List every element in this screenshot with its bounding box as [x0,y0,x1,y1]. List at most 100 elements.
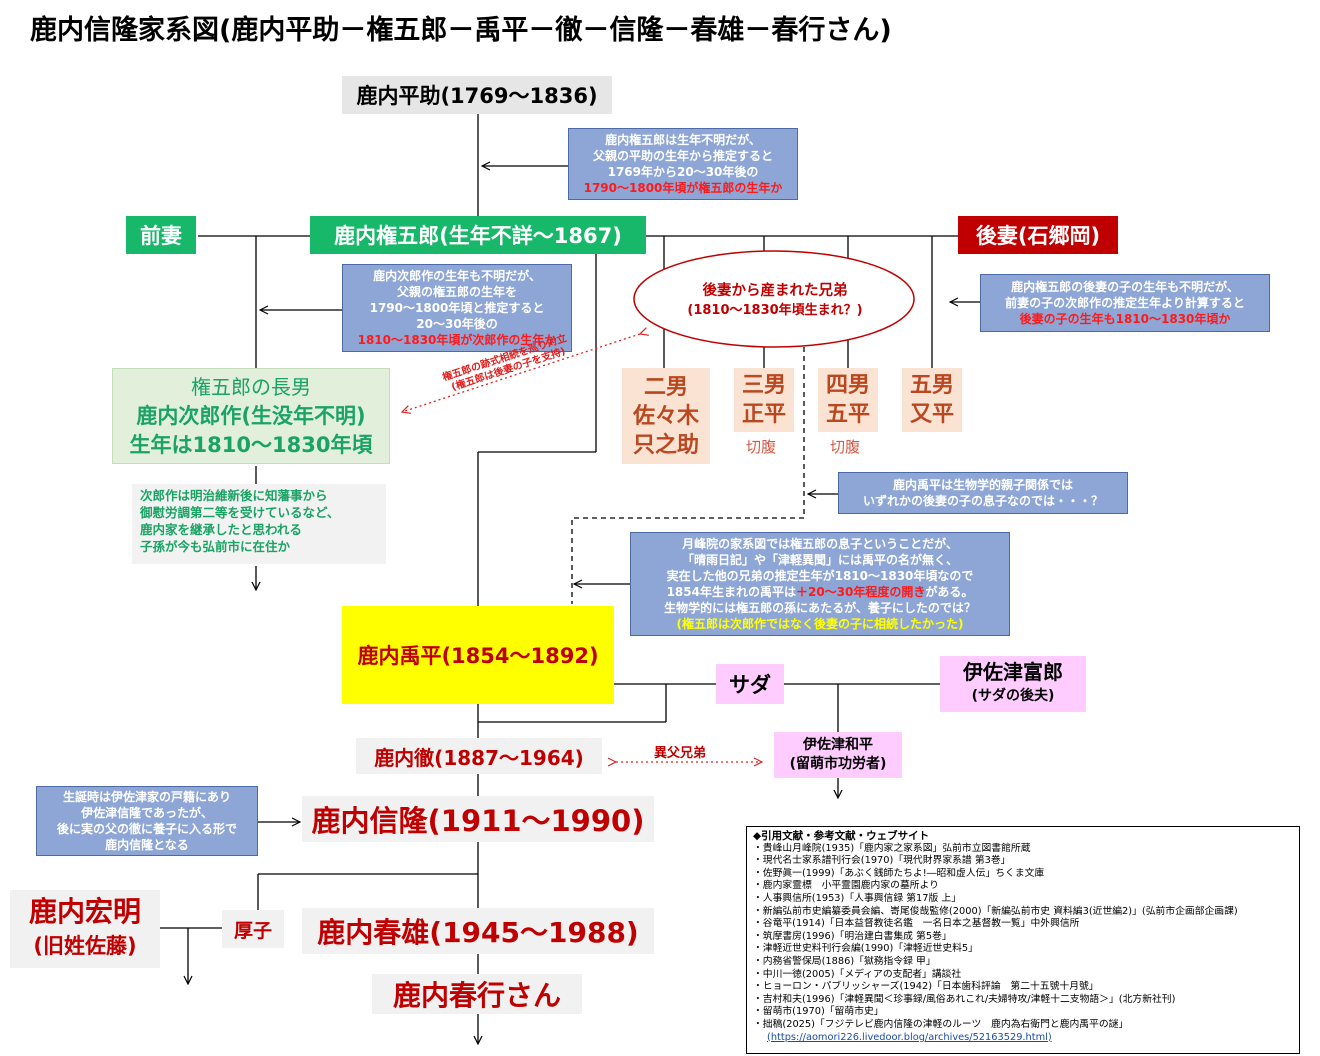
person-son3: 三男 正平 [734,368,794,432]
note-line: 月峰院の家系図では権五郎の息子ということだが、 [682,537,958,551]
note-line: 「晴雨日記」や「津軽異聞」には禹平の名が無く、 [681,553,958,567]
son3-seppuku: 切腹 [746,438,777,456]
page-title: 鹿内信隆家系図(鹿内平助－権五郎－禹平－徹－信隆－春雄－春行さん) [30,15,892,46]
son4-seppuku: 切腹 [830,438,861,456]
note-line: 父親の権五郎の生年を [396,285,517,299]
person-son4: 四男 五平 [818,368,878,432]
person-son2: 二男 佐々木 只之助 [622,368,710,464]
reference-url-link[interactable]: (https://aomori226.livedoor.blog/archive… [767,1031,1052,1043]
note-yellow: (権五郎は次郎作ではなく後妻の子に相続したかった) [676,617,964,631]
note-highlight: 後妻の子の生年も1810～1830年頃か [1019,312,1231,326]
references-box: ◆引用文献・参考文献・ウェブサイト ・貴峰山月峰院(1935)「鹿内家之家系図」… [746,826,1300,1054]
brothers-ellipse-label: 後妻から産まれた兄弟 (1810～1830年頃生まれ？) [640,280,910,322]
person-isazu-wahei: 伊佐津和平 (留萌市功労者) [774,732,902,778]
note-line: 生誕時は伊佐津家の戸籍にあり [62,790,231,804]
person-toru: 鹿内徹(1887～1964) [356,738,602,774]
reference-item: ・現代名士家系譜刊行会(1970)「現代財界家系譜 第3巻」 [753,855,1011,867]
note-uhei-biological: 鹿内禹平は生物学的親子関係では いずれかの後妻の子の息子なのでは・・・？ [838,472,1128,514]
reference-item: ・筑摩書房(1996)「明治建白書集成 第5巻」 [753,930,952,942]
note-line: 御慰労調第二等を受けているなど、 [140,505,340,520]
reference-item: ・佐野眞一(1999)「あぶく銭師たちよ!―昭和虚人伝」ちくま文庫 [753,867,1045,879]
reference-url-row: (https://aomori226.livedoor.blog/archive… [753,1032,1293,1045]
reference-item: ・留萌市(1970)「留萌市史」 [753,1006,884,1018]
note-line: 20～30年後の [416,317,498,331]
person-haruo: 鹿内春雄(1945～1988) [302,908,654,954]
note-highlight: ＋20～30年程度の開き [795,585,926,599]
son4-line: 四男 [825,373,870,398]
note-gongoro-birth: 鹿内権五郎は生年不明だが、 父親の平助の生年から推定すると 1769年から20～… [568,128,798,200]
note-line: 鹿内次郎作の生年も不明だが、 [373,269,541,283]
son4-line: 五平 [825,402,870,427]
person-second-wife: 後妻(石郷岡) [958,216,1118,254]
reference-item: ・拙稿(2025)「フジテレビ鹿内信隆の津軽のルーツ 鹿内為右衛門と鹿内禹平の謎… [753,1018,1129,1030]
jirosaku-line3: 生年は1810～1830年頃 [129,432,373,457]
son2-line: 只之助 [632,432,699,458]
note-jirosaku-successor: 次郎作は明治維新後に知藩事から 御慰労調第二等を受けているなど、 鹿内家を継承し… [132,484,386,564]
note-line: 子孫が今も弘前市に在住か [140,539,291,554]
person-atsuko: 厚子 [222,910,284,948]
note-line: 1854年生まれの禹平は＋20～30年程度の開きがある。 [635,584,1005,600]
person-uhei: 鹿内禹平(1854～1892) [342,606,614,704]
wahei-line1: 伊佐津和平 [803,737,873,753]
reference-item: ・津軽近世史料刊行会編(1990)「津軽近世史料5」 [753,943,978,955]
son5-line: 又平 [909,402,954,427]
person-hiroaki: 鹿内宏明 (旧姓佐藤) [10,890,160,968]
person-haruyuki: 鹿内春行さん [372,974,582,1014]
reference-item: ・貴峰山月峰院(1935)「鹿内家之家系図」弘前市立図書館所蔵 [753,842,1031,854]
note-line: 後に実の父の徹に養子に入る形で [56,822,237,836]
note-text: 1854年生まれの禹平は [666,585,796,599]
ellipse-line2: (1810～1830年頃生まれ？) [687,303,863,318]
person-sada: サダ [716,664,784,704]
wahei-line2: (留萌市功労者) [789,756,887,772]
son2-line: 佐々木 [632,403,699,429]
note-line: 鹿内家を継承したと思われる [140,522,302,537]
hiroaki-line2: (旧姓佐藤) [33,934,137,958]
reference-item: ・ヒョーロン・パブリッシャーズ(1942)「日本歯科評論 第二十五號十月號」 [753,981,1099,993]
note-line: 1790～1800年頃と推定すると [369,301,545,315]
son3-line: 三男 [741,373,786,398]
reference-item: ・新編弘前市史編纂委員会編、㟢尾俊哉監修(2000)「新編弘前市史 資料編3(近… [753,905,1238,917]
note-line: 伊佐津信隆であったが、 [81,806,213,820]
son3-line: 正平 [741,402,786,427]
ellipse-line1: 後妻から産まれた兄弟 [702,283,848,299]
note-line: 実在した他の兄弟の推定生年が1810～1830年頃なので [666,569,974,583]
note-highlight: 1810～1830年頃が次郎作の生年か [357,333,557,347]
note-line: 鹿内権五郎の後妻の子の生年も不明だが、 [1011,280,1239,294]
note-text: がある。 [925,585,974,599]
jirosaku-line1: 権五郎の長男 [191,374,311,399]
person-isazu-tomiro: 伊佐津富郎 (サダの後夫) [940,656,1086,712]
person-gongoro: 鹿内権五郎(生年不詳～1867) [310,216,646,254]
person-nobutaka: 鹿内信隆(1911～1990) [302,796,654,842]
reference-item: ・中川一徳(2005)「メディアの支配者」講談社 [753,968,962,980]
note-jirosaku-birth: 鹿内次郎作の生年も不明だが、 父親の権五郎の生年を 1790～1800年頃と推定… [342,264,572,352]
note-line: 鹿内権五郎は生年不明だが、 [605,133,761,147]
reference-item: ・吉村和夫(1996)「津軽異聞＜珍事録/風俗あれこれ/夫婦特攻/津軽十二支物語… [753,993,1176,1005]
tomiro-line1: 伊佐津富郎 [963,660,1063,684]
reference-item: ・内務省警保局(1886)「獄務指令録 甲」 [753,955,936,967]
tomiro-line2: (サダの後夫) [971,688,1055,704]
note-line: 前妻の子の次郎作の推定生年より計算すると [1005,296,1245,310]
note-line: 1769年から20～30年後の [607,165,759,179]
hiroaki-line1: 鹿内宏明 [28,895,141,928]
person-first-wife: 前妻 [126,216,196,254]
note-line: 鹿内禹平は生物学的親子関係では [892,478,1073,492]
jirosaku-line2: 鹿内次郎作(生没年不明) [136,403,366,428]
son5-line: 五男 [909,373,954,398]
son2-line: 二男 [643,374,688,400]
note-line: 父親の平助の生年から推定すると [592,149,773,163]
note-line: 次郎作は明治維新後に知藩事から [140,488,328,503]
note-uhei-adoption: 月峰院の家系図では権五郎の息子ということだが、 「晴雨日記」や「津軽異聞」には禹… [630,532,1010,636]
reference-item: ・谷竜平(1914)「日本益督教徒名鑑 一名日本之基督教一覧」中外興信所 [753,918,1080,930]
person-heisuke: 鹿内平助(1769～1836) [342,76,612,114]
note-line: いずれかの後妻の子の息子なのでは・・・？ [862,494,1103,508]
half-brothers-label: 異父兄弟 [654,746,707,761]
note-nobutaka-birth: 生誕時は伊佐津家の戸籍にあり 伊佐津信隆であったが、 後に実の父の徹に養子に入る… [36,786,258,856]
note-line: 鹿内信隆となる [105,838,189,852]
person-jirosaku: 権五郎の長男 鹿内次郎作(生没年不明) 生年は1810～1830年頃 [112,368,390,464]
reference-item: ・人事興信所(1953)「人事興信録 第17版 上」 [753,892,962,904]
note-line: 生物学的には権五郎の孫にあたるが、養子にしたのでは？ [664,601,976,615]
person-son5: 五男 又平 [902,368,962,432]
note-second-wife-children: 鹿内権五郎の後妻の子の生年も不明だが、 前妻の子の次郎作の推定生年より計算すると… [980,274,1270,332]
reference-item: ・鹿内家霊標 小平霊園鹿内家の墓所より [753,880,939,892]
